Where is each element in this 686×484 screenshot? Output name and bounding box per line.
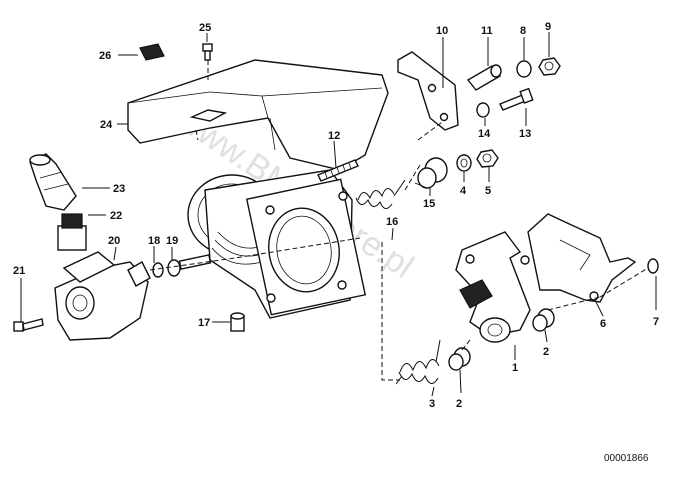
- washer-part-18: [152, 262, 164, 278]
- sensor-part-20: [54, 251, 151, 341]
- bushing-part-2-right: [532, 308, 555, 332]
- callout-18: 18: [148, 235, 160, 247]
- washer-part-19: [167, 259, 181, 277]
- bracket-part-6: [527, 213, 637, 303]
- callout-6: 6: [600, 318, 606, 330]
- callout-4: 4: [460, 185, 467, 197]
- callout-25: 25: [199, 22, 211, 34]
- callout-15: 15: [423, 198, 435, 210]
- washer-part-8: [516, 60, 532, 78]
- spacer-part-11: [466, 64, 502, 91]
- callout-24: 24: [100, 119, 113, 131]
- callout-12: 12: [328, 130, 340, 142]
- lever-part-1: [455, 231, 531, 343]
- callout-11: 11: [481, 25, 493, 37]
- callout-9: 9: [545, 21, 551, 33]
- connector-part-22: [57, 213, 87, 251]
- boot-part-23: [29, 153, 77, 211]
- callout-5: 5: [485, 185, 491, 197]
- callout-1: 1: [512, 362, 518, 374]
- sleeve-part-17: [230, 312, 245, 332]
- callout-23: 23: [113, 183, 125, 195]
- callout-16: 16: [386, 216, 398, 228]
- callout-13: 13: [519, 128, 531, 140]
- bolt-part-13: [499, 87, 534, 111]
- nut-part-5: [476, 149, 499, 168]
- callout-21: 21: [13, 265, 25, 277]
- callout-8: 8: [520, 25, 526, 37]
- callout-22: 22: [110, 210, 122, 222]
- clip-part-26: [139, 43, 165, 61]
- spring-part-3: [395, 339, 441, 385]
- callout-10: 10: [436, 25, 448, 37]
- callout-3: 3: [429, 398, 435, 410]
- washer-part-7: [647, 258, 659, 274]
- callout-7: 7: [653, 316, 659, 328]
- bushing-part-2-lower: [448, 347, 471, 371]
- washer-part-14: [476, 102, 490, 118]
- screw-part-25: [202, 43, 213, 61]
- callout-14: 14: [478, 128, 491, 140]
- callout-2a: 2: [543, 346, 549, 358]
- callout-20: 20: [108, 235, 120, 247]
- throttle-body: [178, 169, 367, 319]
- drawing-number: 00001866: [604, 453, 649, 464]
- callout-26: 26: [99, 50, 111, 62]
- nut-part-9: [538, 57, 561, 76]
- screw-part-21: [13, 318, 44, 332]
- washer-part-4: [456, 154, 472, 172]
- bushing-part-15: [414, 157, 448, 189]
- callout-2b: 2: [456, 398, 462, 410]
- leader-lines: [20, 32, 657, 397]
- spring-upper: [355, 179, 406, 209]
- bracket-part-10: [397, 51, 459, 131]
- cover-plate-part-24: [127, 59, 389, 171]
- callout-19: 19: [166, 235, 178, 247]
- stud-part-12: [317, 159, 359, 182]
- callout-17: 17: [198, 317, 210, 329]
